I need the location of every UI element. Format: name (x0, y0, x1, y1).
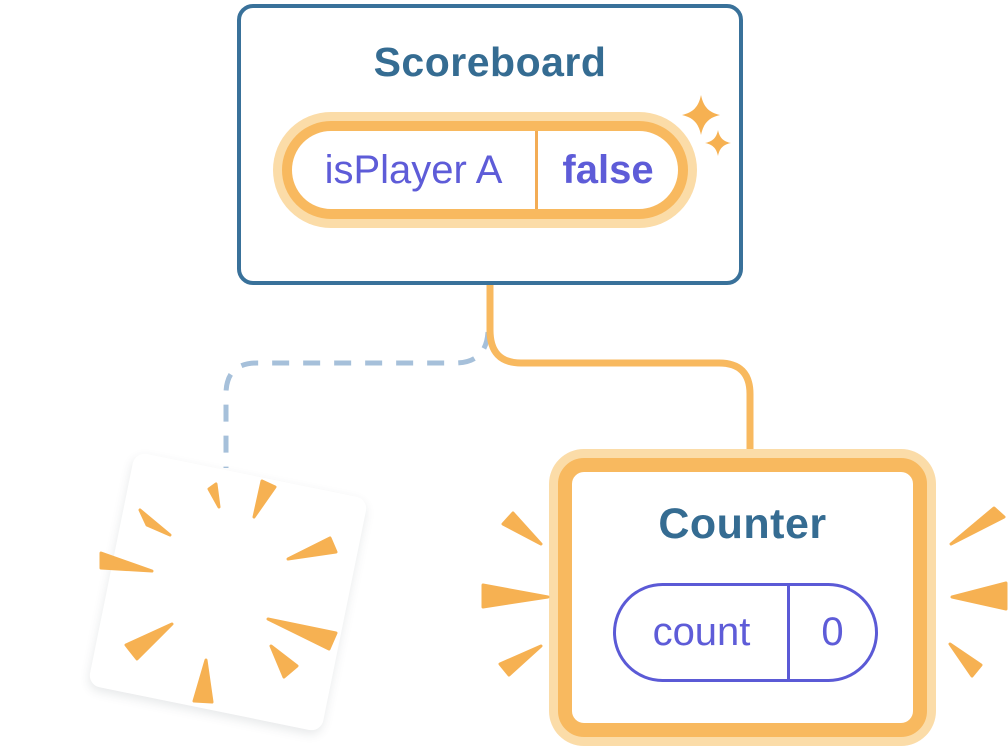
state-value-label: 0 (821, 610, 844, 654)
counter-component-card: Counter count 0 (558, 458, 927, 737)
orange-connector-line (486, 284, 754, 466)
destroyed-component-card (87, 451, 369, 733)
state-key-label: isPlayer A (292, 131, 538, 209)
scoreboard-title: Scoreboard (373, 39, 607, 85)
scoreboard-component-card: Scoreboard isPlayer A false (237, 4, 743, 285)
counter-state-pill: count 0 (613, 583, 878, 682)
state-key-label: count (616, 586, 790, 679)
dashed-connector-line (223, 331, 491, 468)
scoreboard-state-pill: isPlayer A false (282, 121, 688, 219)
counter-title: Counter (658, 500, 827, 548)
state-value-label: false (562, 147, 654, 192)
